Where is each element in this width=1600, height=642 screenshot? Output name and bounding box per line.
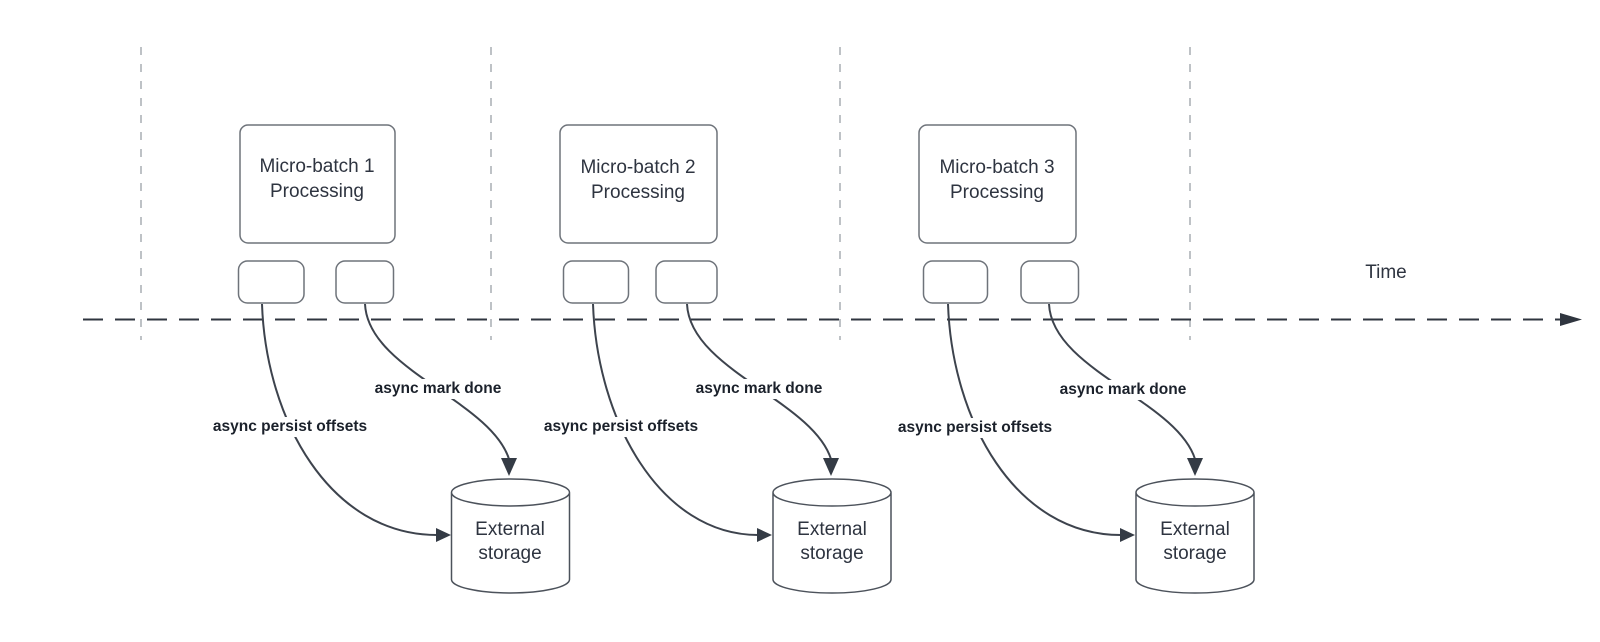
processing-box-3 <box>918 124 1077 244</box>
offset-commit-box-3 <box>922 260 989 304</box>
storage-label-2: External storage <box>797 519 867 564</box>
offset-commit-box-2 <box>562 260 630 304</box>
storage-label-3: External storage <box>1160 519 1230 564</box>
mark-done-box-1 <box>335 260 395 304</box>
persist-offsets-label-2: async persist offsets <box>539 417 703 437</box>
persist-offsets-curve-1 <box>261 303 438 536</box>
storage-cylinder-2 <box>772 478 892 594</box>
storage-cylinder-3 <box>1135 478 1255 594</box>
persist-offsets-arrowhead-1 <box>436 528 451 542</box>
time-axis-arrowhead <box>1560 313 1582 326</box>
processing-box-label-3: Micro-batch 3 Processing <box>939 157 1055 203</box>
persist-offsets-curve-3 <box>947 303 1122 536</box>
processing-box-label-2: Micro-batch 2 Processing <box>580 157 696 203</box>
persist-offsets-arrowhead-2 <box>757 528 772 542</box>
mark-done-label-1: async mark done <box>370 379 506 399</box>
storage-label-1: External storage <box>475 519 545 564</box>
storage-cylinder-1 <box>450 478 571 594</box>
processing-box-label-1: Micro-batch 1 Processing <box>259 156 375 202</box>
persist-offsets-label-3: async persist offsets <box>893 418 1057 438</box>
mark-done-label-3: async mark done <box>1055 380 1191 400</box>
mark-done-arrowhead-1 <box>501 458 517 476</box>
processing-box-2 <box>559 124 718 244</box>
mark-done-arrowhead-2 <box>823 458 839 476</box>
offset-commit-box-1 <box>237 260 305 304</box>
persist-offsets-arrowhead-3 <box>1120 528 1135 542</box>
mark-done-box-3 <box>1020 260 1080 304</box>
processing-box-1 <box>239 124 396 244</box>
time-axis-label: Time <box>1365 262 1407 283</box>
mark-done-label-2: async mark done <box>691 379 827 399</box>
persist-offsets-label-1: async persist offsets <box>208 417 372 437</box>
mark-done-arrowhead-3 <box>1187 458 1203 476</box>
persist-offsets-curve-2 <box>592 303 759 536</box>
mark-done-box-2 <box>655 260 718 304</box>
